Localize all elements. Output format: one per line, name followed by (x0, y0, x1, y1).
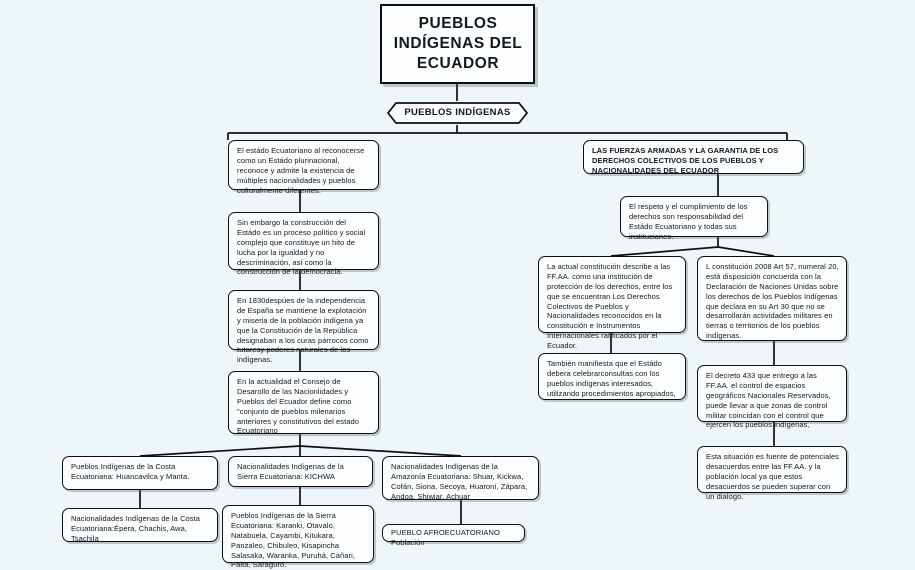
bottom-sierra-pueblos-node: Pueblos Indígenas de la Sierra Ecuatoria… (222, 505, 374, 569)
bottom-afro-label: PUEBLO AFROECUATORIANO Población (391, 528, 503, 547)
left-node-3: En 1830despúes de la independencia de Es… (228, 290, 379, 364)
right-node-1-label: LAS FUERZAS ARMADAS Y LA GARANTIA DE LOS… (592, 146, 781, 175)
right-node-5b-label: Esta situación es fuente de potenciales … (706, 452, 842, 501)
bottom-costa-pueblos-label: Pueblos Indígenas de la Costa Ecuatorian… (71, 462, 190, 481)
title-node-label: PUEBLOS INDÍGENAS DEL ECUADOR (393, 14, 523, 73)
right-node-1: LAS FUERZAS ARMADAS Y LA GARANTIA DE LOS… (583, 140, 804, 175)
left-node-1-label: El estádo Ecuatoriano al reconocerse com… (237, 146, 367, 195)
right-node-2: El respeto y el cumplimiento de los dere… (620, 196, 768, 241)
root-node-label: PUEBLOS INDÍGENAS (404, 106, 511, 118)
right-node-4b-label: El decreto 433 que entrego a las FF.AA. … (706, 371, 833, 430)
left-node-1: El estádo Ecuatoriano al reconocerse com… (228, 140, 379, 195)
bottom-costa-nacionalidades-node: Nacionalidades Indígenas de la Costa Ecu… (62, 508, 218, 543)
right-node-4a: También manifiesta que el Estádo debera … (538, 353, 686, 400)
left-node-4-label: En la actualidad el Consejo de Desarollo… (237, 377, 362, 436)
bottom-amazonia-label: Nacionalidades Indígenas de la Amazonía … (391, 462, 530, 501)
bottom-costa-nacionalidades-label: Nacionalidades Indígenas de la Costa Ecu… (71, 514, 203, 543)
left-node-2-label: Sin embargo la construcción del Estádo e… (237, 218, 368, 277)
left-node-3-label: En 1830despúes de la independencia de Es… (237, 296, 371, 365)
bottom-sierra-nacionalidades-label: Nacionalidades Indígenas de la Sierra Ec… (237, 462, 347, 481)
bottom-sierra-pueblos-label: Pueblos Indígenas de la Sierra Ecuatoria… (231, 511, 358, 570)
right-node-4b: El decreto 433 que entrego a las FF.AA. … (697, 365, 847, 429)
left-node-2: Sin embargo la construcción del Estádo e… (228, 212, 379, 276)
right-node-2-label: El respeto y el cumplimiento de los dere… (629, 202, 750, 241)
hexagon-shape (387, 102, 528, 124)
bottom-costa-pueblos-node: Pueblos Indígenas de la Costa Ecuatorian… (62, 456, 218, 490)
left-node-4: En la actualidad el Consejo de Desarollo… (228, 371, 379, 436)
right-node-3b: L constitución 2008 Art 57, numeral 20, … (697, 256, 847, 341)
right-node-5b: Esta situación es fuente de potenciales … (697, 446, 847, 501)
right-node-3b-label: L constitución 2008 Art 57, numeral 20, … (706, 262, 841, 341)
bottom-amazonia-node: Nacionalidades Indígenas de la Amazonía … (382, 456, 539, 501)
bottom-sierra-nacionalidades-node: Nacionalidades Indígenas de la Sierra Ec… (228, 456, 373, 487)
right-node-4a-label: También manifiesta que el Estádo debera … (547, 359, 676, 398)
bottom-afro-node: PUEBLO AFROECUATORIANO Población (382, 524, 525, 547)
root-node: PUEBLOS INDÍGENAS (386, 101, 529, 125)
right-node-3a-label: La actual constitución describe a las FF… (547, 262, 675, 351)
right-node-3a: La actual constitución describe a las FF… (538, 256, 686, 350)
title-node: PUEBLOS INDÍGENAS DEL ECUADOR (380, 4, 535, 84)
